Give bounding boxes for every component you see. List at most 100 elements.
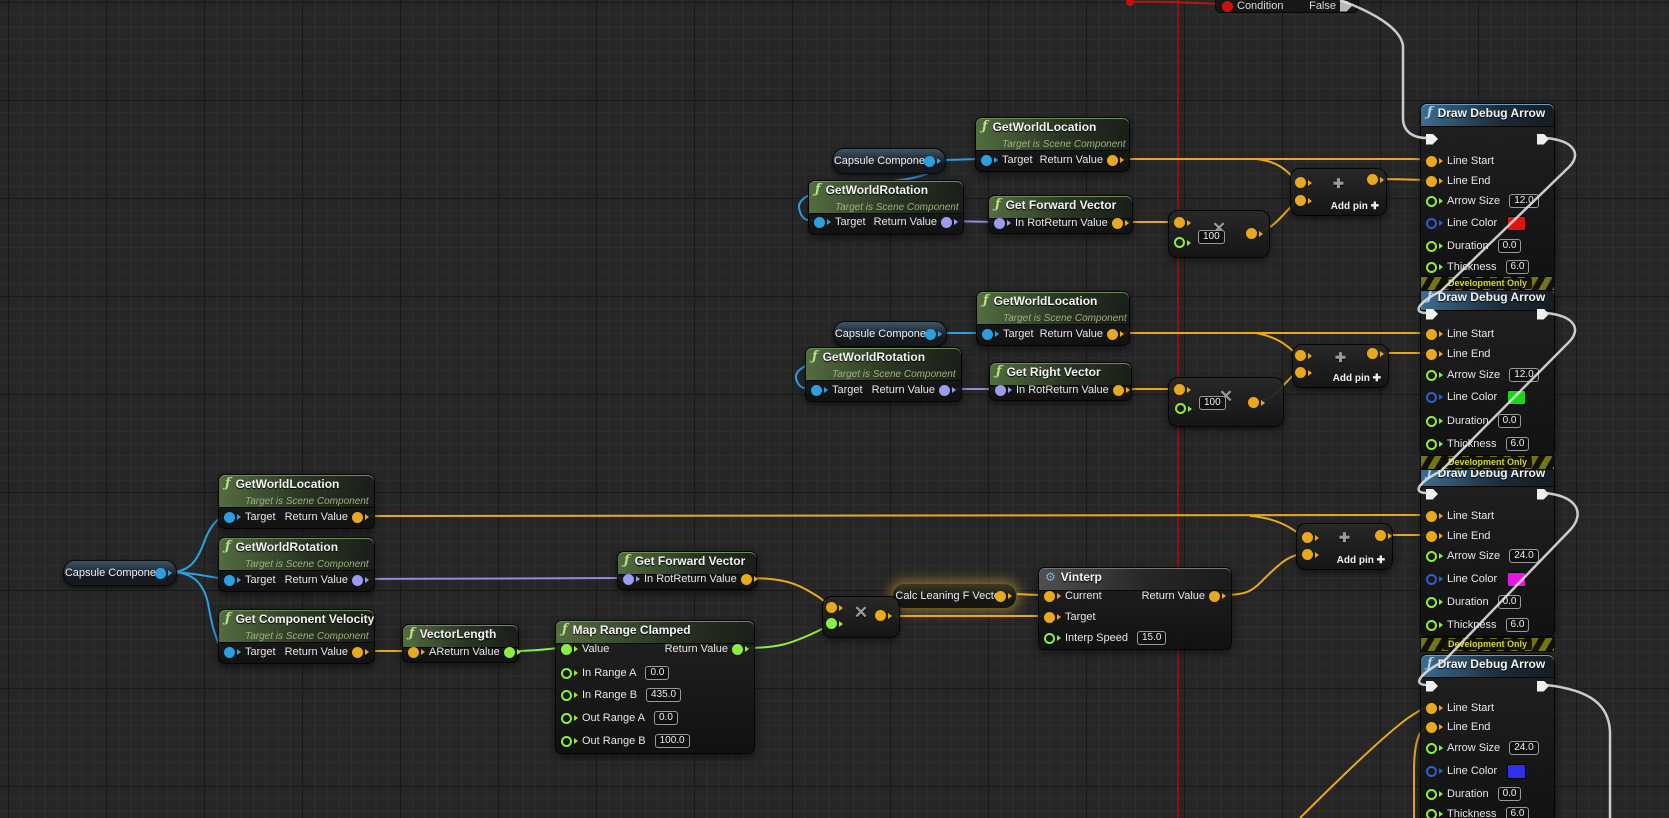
in-pin[interactable] xyxy=(1426,369,1443,381)
vector-pin[interactable] xyxy=(1302,532,1313,543)
in-pin[interactable] xyxy=(1426,240,1443,252)
float-pin[interactable] xyxy=(1426,438,1437,450)
vector-pin[interactable] xyxy=(1295,367,1306,378)
float-pin[interactable] xyxy=(732,643,743,655)
vector-pin[interactable] xyxy=(1426,348,1437,360)
vector-pin[interactable] xyxy=(995,590,1006,602)
exec-in-pin[interactable] xyxy=(1426,308,1438,320)
in-pin[interactable] xyxy=(561,667,578,679)
value-input[interactable]: 100 xyxy=(1199,396,1226,410)
vector-pin[interactable] xyxy=(1426,721,1437,733)
in-pin[interactable] xyxy=(1426,573,1443,585)
color-pin[interactable] xyxy=(1426,391,1437,403)
float-pin[interactable] xyxy=(1174,237,1185,248)
out-pin[interactable] xyxy=(1209,590,1226,602)
value-input[interactable]: 24.0 xyxy=(1509,741,1539,755)
capsule-component-3-out-pin[interactable] xyxy=(155,567,172,579)
float-pin[interactable] xyxy=(1426,619,1437,631)
object-pin[interactable] xyxy=(224,574,235,586)
object-pin[interactable] xyxy=(925,328,936,340)
color-pin[interactable] xyxy=(1426,217,1437,229)
branch-node[interactable]: Condition False xyxy=(1215,0,1359,13)
vector-pin[interactable] xyxy=(1174,217,1185,228)
in-pin[interactable] xyxy=(1426,530,1443,542)
compact-pin-wrap[interactable] xyxy=(1295,350,1312,361)
object-pin[interactable] xyxy=(811,384,822,396)
in-pin[interactable] xyxy=(995,384,1012,396)
capsule-component-2[interactable]: Capsule Component xyxy=(833,321,947,347)
in-pin[interactable] xyxy=(1426,510,1443,522)
object-pin[interactable] xyxy=(924,155,935,167)
float-pin[interactable] xyxy=(1175,403,1186,414)
capsule-component-1[interactable]: Capsule Component xyxy=(832,148,946,174)
float-pin[interactable] xyxy=(1426,808,1437,818)
compact-pin-wrap[interactable] xyxy=(1375,530,1392,541)
calc-leaning-f-vector-out-pin[interactable] xyxy=(995,590,1012,602)
out-pin[interactable] xyxy=(1107,154,1124,166)
rotator-pin[interactable] xyxy=(352,574,363,586)
vector-pin[interactable] xyxy=(1248,397,1259,408)
float-pin[interactable] xyxy=(1426,596,1437,608)
multiply-1-pin-1[interactable] xyxy=(1174,237,1191,248)
vector-pin[interactable] xyxy=(1107,328,1118,340)
float-pin[interactable] xyxy=(503,646,515,658)
value-input[interactable]: 12.0 xyxy=(1509,368,1539,382)
vector-pin[interactable] xyxy=(1174,384,1185,395)
compact-pin-wrap[interactable] xyxy=(1295,177,1312,188)
vector-pin[interactable] xyxy=(1426,175,1437,187)
value-input[interactable]: 0.0 xyxy=(1497,595,1522,609)
vector-pin[interactable] xyxy=(1426,702,1437,714)
vector-pin[interactable] xyxy=(1426,328,1437,340)
add-2[interactable]: ✚Add pin ✚ xyxy=(1292,344,1389,388)
compact-pin-wrap[interactable] xyxy=(1295,195,1312,206)
add-2-pin-0[interactable] xyxy=(1295,350,1312,361)
calc-leaning-f-vector[interactable]: Calc Leaning F Vector xyxy=(892,583,1017,609)
out-pin[interactable] xyxy=(1111,217,1129,229)
add-3-pin-1[interactable] xyxy=(1302,549,1319,560)
in-pin[interactable] xyxy=(1426,328,1443,340)
add-1-pin-0[interactable] xyxy=(1295,177,1312,188)
in-pin[interactable] xyxy=(1426,596,1443,608)
color-swatch[interactable] xyxy=(1507,215,1527,231)
vector-pin[interactable] xyxy=(1367,348,1378,359)
in-pin[interactable] xyxy=(623,573,640,585)
multiply-2-pin-2[interactable] xyxy=(1248,397,1265,408)
vinterp-header[interactable]: ⚙Vinterp xyxy=(1039,568,1231,591)
color-swatch[interactable] xyxy=(1507,389,1527,405)
in-pin[interactable] xyxy=(224,646,241,658)
vector-pin[interactable] xyxy=(1107,154,1118,166)
in-pin[interactable] xyxy=(561,712,578,724)
capsule-component-2-out-pin[interactable] xyxy=(925,328,942,340)
vector-pin[interactable] xyxy=(740,573,752,585)
exec-in-pin[interactable] xyxy=(1426,488,1438,500)
in-pin[interactable] xyxy=(994,217,1011,229)
float-pin[interactable] xyxy=(561,689,572,701)
compact-pin-wrap[interactable] xyxy=(826,618,843,629)
vector-pin[interactable] xyxy=(1044,590,1055,602)
capsule-component-3[interactable]: Capsule Component xyxy=(63,560,177,586)
add-3-pin-2[interactable] xyxy=(1375,530,1392,541)
float-pin[interactable] xyxy=(561,712,572,724)
value-input[interactable]: 0.0 xyxy=(645,666,670,680)
add-2-pin-2[interactable] xyxy=(1367,348,1384,359)
in-pin[interactable] xyxy=(1426,391,1443,403)
in-pin[interactable] xyxy=(1426,348,1443,360)
color-swatch[interactable] xyxy=(1507,571,1527,587)
value-input[interactable]: 6.0 xyxy=(1505,618,1530,632)
color-swatch[interactable] xyxy=(1507,763,1527,779)
add-2-pin-1[interactable] xyxy=(1295,367,1312,378)
vector-pin[interactable] xyxy=(1426,155,1437,167)
